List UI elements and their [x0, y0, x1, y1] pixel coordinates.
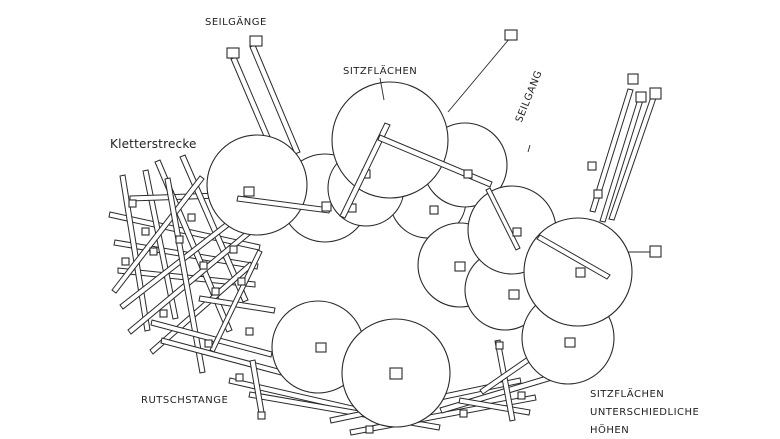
label-sitzflaechen-hoehen-line2: UNTERSCHIEDLICHE — [590, 407, 700, 418]
label-sitzflaechen-hoehen-line1: SITZFLÄCHEN — [590, 389, 665, 400]
leader-lines — [379, 29, 531, 153]
label-kletterstrecke: Kletterstrecke — [110, 137, 197, 151]
rope-bridges-right — [587, 73, 662, 258]
label-seilgaenge: SEILGÄNGE — [205, 17, 267, 28]
seat-discs — [206, 81, 633, 428]
label-rutschstange: RUTSCHSTANGE — [141, 395, 229, 406]
label-sitzflaechen: SITZFLÄCHEN — [343, 66, 418, 77]
label-sitzflaechen-hoehen-line3: HÖHEN — [590, 425, 630, 436]
